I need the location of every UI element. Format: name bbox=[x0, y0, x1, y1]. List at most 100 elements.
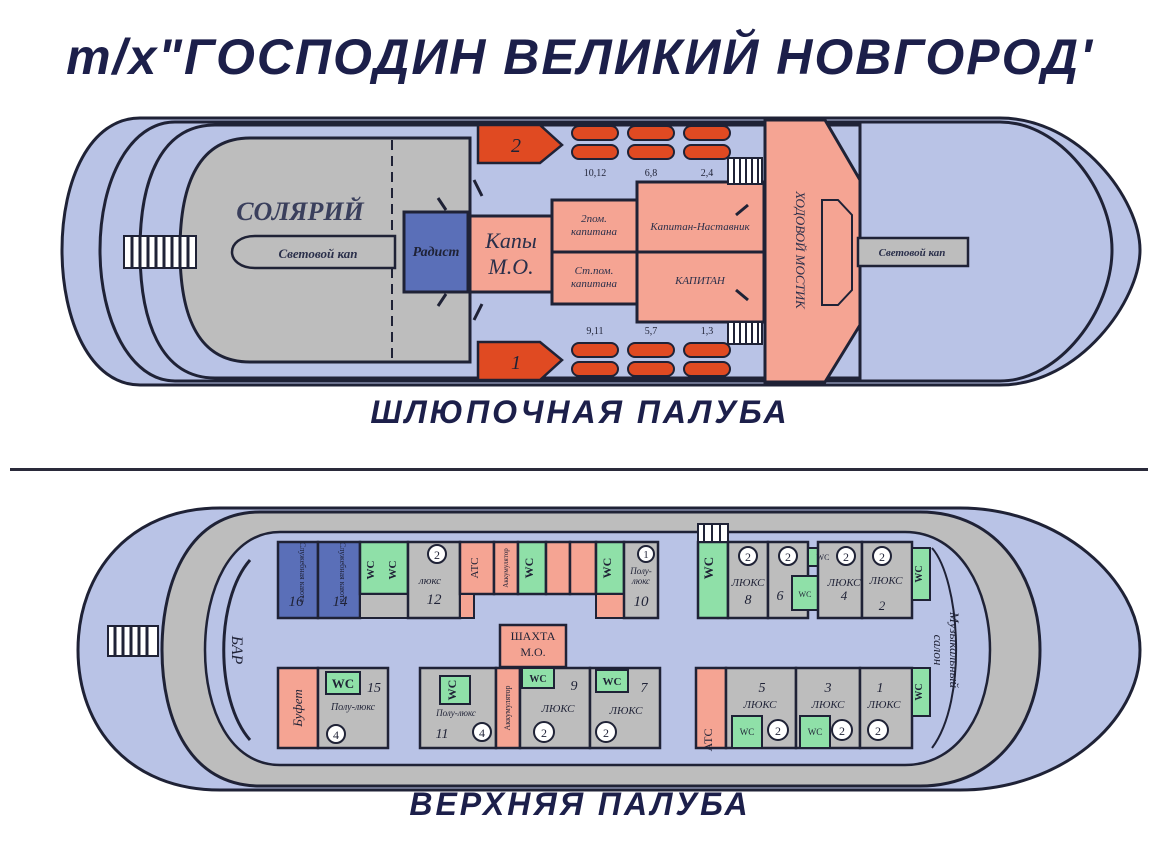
cabin-1-type: ЛЮКС bbox=[867, 699, 902, 711]
cabin-3-beds: 2 bbox=[839, 724, 845, 738]
accumulator-bottom-label: Аккумулятор bbox=[503, 685, 512, 730]
label-line: Ст.пом. bbox=[575, 265, 614, 277]
cabin-10-type: Полу-люкс bbox=[629, 566, 652, 586]
cabin-12-type: люкс bbox=[418, 575, 441, 587]
raft-label-bottom-3: 1,3 bbox=[701, 326, 714, 337]
cabin-1-number: 1 bbox=[877, 681, 884, 696]
cabin-3-type: ЛЮКС bbox=[811, 699, 846, 711]
engine-casing bbox=[468, 214, 554, 294]
cabin-2-beds: 2 bbox=[879, 550, 885, 564]
skylight-right bbox=[856, 236, 970, 268]
lifeboat-1 bbox=[476, 340, 564, 382]
cabin-8-type: ЛЮКС bbox=[731, 577, 766, 589]
label-line: капитана bbox=[571, 226, 617, 238]
atc-right-label: АТС bbox=[701, 729, 715, 752]
engine-shaft-label: ШАХТА М.О. bbox=[511, 629, 556, 659]
wc-label-3b: WC bbox=[808, 727, 823, 737]
solarium-label: СОЛЯРИЙ bbox=[236, 197, 364, 226]
wc-label-9: WC bbox=[529, 674, 546, 685]
second-mate-label: 2пом.капитана bbox=[571, 213, 617, 238]
label-line: ШАХТА bbox=[511, 629, 556, 643]
cabin-9-number: 9 bbox=[571, 679, 578, 694]
ladder-upper-left bbox=[107, 625, 159, 657]
wc-label-11: WC bbox=[445, 680, 459, 701]
page-title: т/х"ГОСПОДИН ВЕЛИКИЙ НОВГОРОД' bbox=[66, 29, 1094, 85]
music-salon-label: Музыкальныйсалон bbox=[931, 611, 962, 688]
cabin-7-type: ЛЮКС bbox=[609, 705, 644, 717]
captain-cabin bbox=[635, 250, 766, 324]
lifeboat-2 bbox=[476, 123, 564, 165]
wc-label-4: WC bbox=[701, 557, 716, 579]
cabin-5-beds: 2 bbox=[775, 724, 781, 738]
bar-counter bbox=[222, 559, 252, 741]
accumulator-top-label: Аккумулятор bbox=[502, 548, 510, 588]
cabin-9-type: ЛЮКС bbox=[541, 703, 576, 715]
cabin-15-type: Полу-люкс bbox=[330, 702, 376, 713]
wc-block-3 bbox=[594, 540, 626, 596]
label-line: Музыкальный bbox=[947, 611, 962, 688]
ladder-top-small bbox=[727, 157, 763, 185]
captain-mentor-label: Капитан-Наставник bbox=[649, 221, 750, 233]
cabin-14 bbox=[316, 540, 362, 620]
label-line: Капы bbox=[484, 228, 537, 253]
ladder-bottom-small bbox=[727, 321, 763, 345]
wc-label-6: WC bbox=[799, 590, 812, 599]
wc-label-7: WC bbox=[603, 676, 622, 688]
skylight-left bbox=[230, 234, 397, 270]
atc-right bbox=[694, 666, 728, 750]
label-line: люкс bbox=[631, 576, 650, 586]
cabin-4-number: 4 bbox=[841, 588, 848, 603]
cabin-2-number: 2 bbox=[879, 598, 886, 613]
wheelhouse bbox=[763, 118, 862, 384]
cabin-11-beds: 4 bbox=[479, 726, 485, 740]
engine-shaft bbox=[498, 623, 568, 669]
wc-label-6b: WC bbox=[817, 553, 830, 562]
lifeboat-2-label: 2 bbox=[511, 135, 521, 157]
cabin-12-number: 12 bbox=[427, 592, 443, 608]
label-line: капитана bbox=[571, 278, 617, 290]
cabin-8-beds: 2 bbox=[745, 550, 751, 564]
lifeboat-1-label: 1 bbox=[511, 352, 521, 374]
wc-cabin-6 bbox=[791, 575, 819, 611]
bar-label: БАР bbox=[228, 635, 245, 665]
service-cabin-14-label: Служебная каюта bbox=[338, 542, 347, 603]
cabin-12-beds: 2 bbox=[434, 548, 440, 562]
cabin-16-number: 16 bbox=[289, 594, 305, 610]
wc-label-5: WC bbox=[740, 727, 755, 737]
skylight-right-label: Световой кап bbox=[879, 247, 946, 259]
ladder-left bbox=[123, 235, 197, 269]
radio-operator-label: Радист bbox=[413, 245, 460, 260]
wc-label-2r: WC bbox=[914, 565, 925, 582]
wc-label-1b: WC bbox=[387, 560, 399, 579]
chief-mate-label: Ст.пом.капитана bbox=[571, 265, 617, 290]
upper-deck-title: ВЕРХНЯЯ ПАЛУБА bbox=[409, 786, 751, 822]
second-mate-cabin bbox=[550, 198, 639, 254]
cabin-9-beds: 2 bbox=[541, 726, 547, 740]
wheelhouse-label: ХОДОВОЙ МОСТИК bbox=[793, 190, 808, 310]
raft-label-bottom-2: 5,7 bbox=[645, 326, 658, 337]
boat-deck-title: ШЛЮПОЧНАЯ ПАЛУБА bbox=[370, 394, 790, 430]
raft-label-bottom-1: 9,11 bbox=[586, 326, 603, 337]
cabin-3-number: 3 bbox=[824, 681, 832, 696]
cabin-6-number: 6 bbox=[777, 589, 784, 604]
buffet-label: Буфет bbox=[290, 689, 305, 728]
label-line: Полу- bbox=[629, 566, 652, 576]
cabin-15-beds: 4 bbox=[333, 728, 339, 742]
boat-deck-plan bbox=[60, 116, 1142, 387]
cabin-5-number: 5 bbox=[759, 681, 766, 696]
cabin-11-type: Полу-люкс bbox=[435, 708, 476, 718]
cabin-14-number: 14 bbox=[333, 594, 349, 610]
cabin-4-beds: 2 bbox=[843, 550, 849, 564]
cabin-6-beds: 2 bbox=[785, 550, 791, 564]
wc-label-1: WC bbox=[365, 560, 377, 579]
deck-divider bbox=[10, 468, 1148, 471]
captain-label: КАПИТАН bbox=[674, 275, 726, 287]
service-cabin-16-label: Служебная каюта bbox=[298, 542, 307, 603]
cabin-10-number: 10 bbox=[634, 594, 650, 610]
cabin-7-number: 7 bbox=[641, 681, 649, 696]
cabin-1-beds: 2 bbox=[875, 724, 881, 738]
label-line: М.О. bbox=[487, 254, 533, 279]
wc-label-15: WC bbox=[332, 676, 354, 691]
label-line: М.О. bbox=[520, 645, 545, 659]
